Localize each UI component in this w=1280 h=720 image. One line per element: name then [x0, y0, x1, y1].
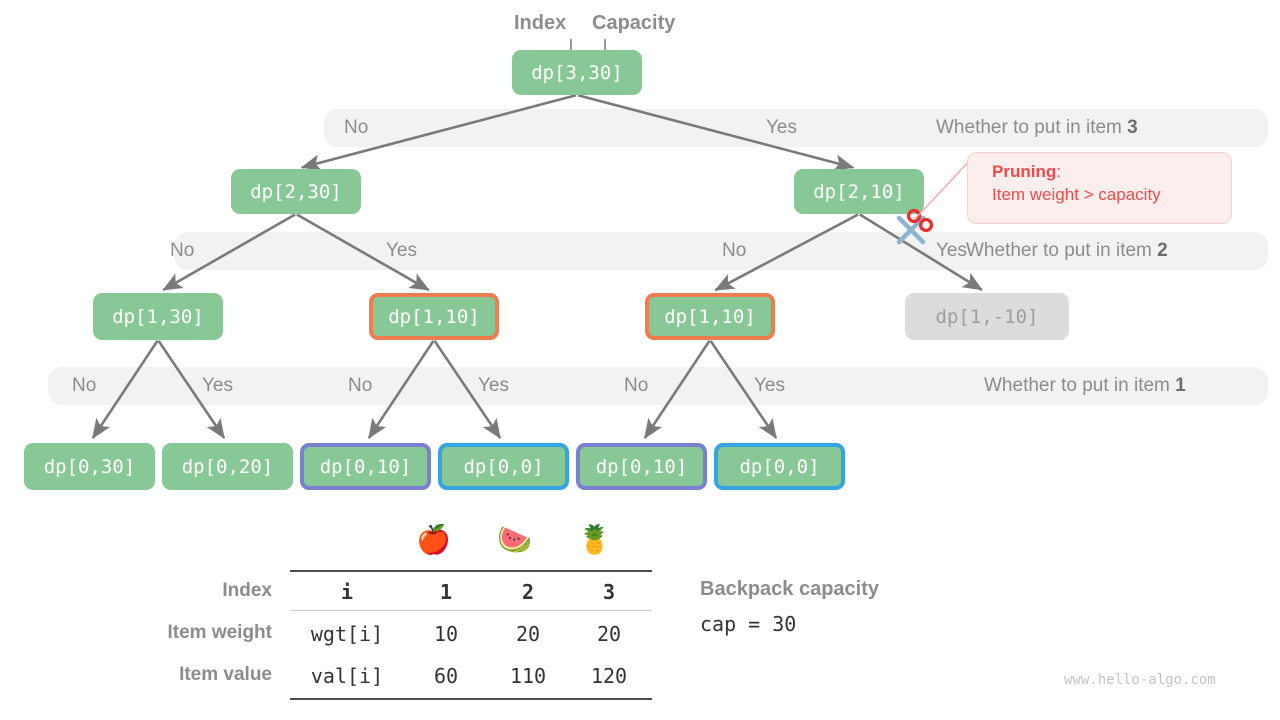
level-title-item-number: 2 — [1157, 240, 1168, 261]
tree-node-n3_30: dp[3,30] — [512, 50, 642, 95]
pruning-title: Pruning — [992, 162, 1057, 181]
level-title-text: Whether to put in item — [984, 375, 1176, 396]
level-item-3-branch-no-0: No — [344, 117, 369, 138]
level-item-1-title: Whether to put in item 1 — [984, 367, 1186, 405]
level-title-text: Whether to put in item — [966, 240, 1158, 261]
table-rule — [290, 570, 652, 572]
tree-node-n0_20: dp[0,20] — [162, 443, 293, 490]
tree-node-n2_30: dp[2,30] — [231, 169, 361, 214]
backpack-capacity-value: cap = 30 — [700, 612, 797, 636]
apple-emoji: 🍎 — [416, 524, 451, 555]
capacity-label: Capacity — [592, 12, 676, 34]
pineapple-emoji: 🍍 — [577, 524, 612, 555]
table-header-cell-0: i — [340, 580, 354, 604]
pruning-colon: : — [1056, 162, 1061, 181]
capacity-tick — [604, 39, 606, 59]
level-item-1-branch-no-4: No — [624, 375, 649, 396]
level-item-1-branch-yes-5: Yes — [754, 375, 785, 396]
level-item-1-branch-no-2: No — [348, 375, 373, 396]
table-header-cell-2: 2 — [521, 580, 535, 604]
level-item-1-branch-yes-3: Yes — [478, 375, 509, 396]
watermark: www.hello-algo.com — [1064, 672, 1216, 688]
level-title-text: Whether to put in item — [936, 117, 1128, 138]
level-item-2-branch-yes-1: Yes — [386, 240, 417, 261]
table-rule — [290, 610, 652, 612]
level-title-item-number: 1 — [1175, 375, 1186, 396]
level-item-1-branch-yes-1: Yes — [202, 375, 233, 396]
scissors-icon — [896, 208, 934, 245]
tree-node-n0_0b: dp[0,0] — [714, 443, 845, 490]
table-cell-0-1: 20 — [515, 622, 541, 646]
level-item-1-branch-no-0: No — [72, 375, 97, 396]
tree-node-n1_10b: dp[1,10] — [645, 293, 775, 340]
table-cell-1-0: 60 — [433, 664, 459, 688]
table-cell-1-1: 110 — [509, 664, 547, 688]
pruning-reason: Item weight > capacity — [992, 185, 1161, 204]
tree-node-n1_m10: dp[1,-10] — [905, 293, 1069, 340]
table-header-cell-1: 1 — [439, 580, 453, 604]
tree-node-n2_10: dp[2,10] — [794, 169, 924, 214]
level-item-2-branch-no-2: No — [722, 240, 747, 261]
table-row-label-1: Item weight — [167, 622, 272, 643]
tree-node-n0_30: dp[0,30] — [24, 443, 155, 490]
table-cell-0-2: 20 — [596, 622, 622, 646]
tree-node-n0_0a: dp[0,0] — [438, 443, 569, 490]
pruning-title-line: Pruning: — [992, 161, 1231, 183]
table-cell-1-2: 120 — [590, 664, 628, 688]
level-item-2-branch-yes-3: Yes — [936, 240, 967, 261]
level-item-2-branch-no-0: No — [170, 240, 195, 261]
table-rule — [290, 698, 652, 700]
pruning-callout: Pruning: Item weight > capacity — [967, 152, 1232, 224]
level-title-item-number: 3 — [1127, 117, 1138, 138]
tree-node-n0_10b: dp[0,10] — [576, 443, 707, 490]
level-item-2-title: Whether to put in item 2 — [966, 232, 1168, 270]
index-tick — [570, 39, 572, 59]
backpack-capacity-title: Backpack capacity — [700, 578, 880, 600]
level-item-3-title: Whether to put in item 3 — [936, 109, 1138, 147]
table-cell-0-0: 10 — [433, 622, 459, 646]
table-row-label-0: Index — [222, 580, 272, 601]
pruning-leader-line — [913, 157, 973, 221]
watermelon-emoji: 🍉 — [497, 524, 532, 555]
table-row-label-2: Item value — [179, 664, 272, 685]
level-item-3-branch-yes-1: Yes — [766, 117, 797, 138]
tree-node-n1_10a: dp[1,10] — [369, 293, 499, 340]
index-label: Index — [514, 12, 567, 34]
table-row-key-0: wgt[i] — [310, 622, 384, 646]
tree-node-n1_30: dp[1,30] — [93, 293, 223, 340]
table-row-key-1: val[i] — [310, 664, 384, 688]
tree-node-n0_10a: dp[0,10] — [300, 443, 431, 490]
table-header-cell-3: 3 — [602, 580, 616, 604]
